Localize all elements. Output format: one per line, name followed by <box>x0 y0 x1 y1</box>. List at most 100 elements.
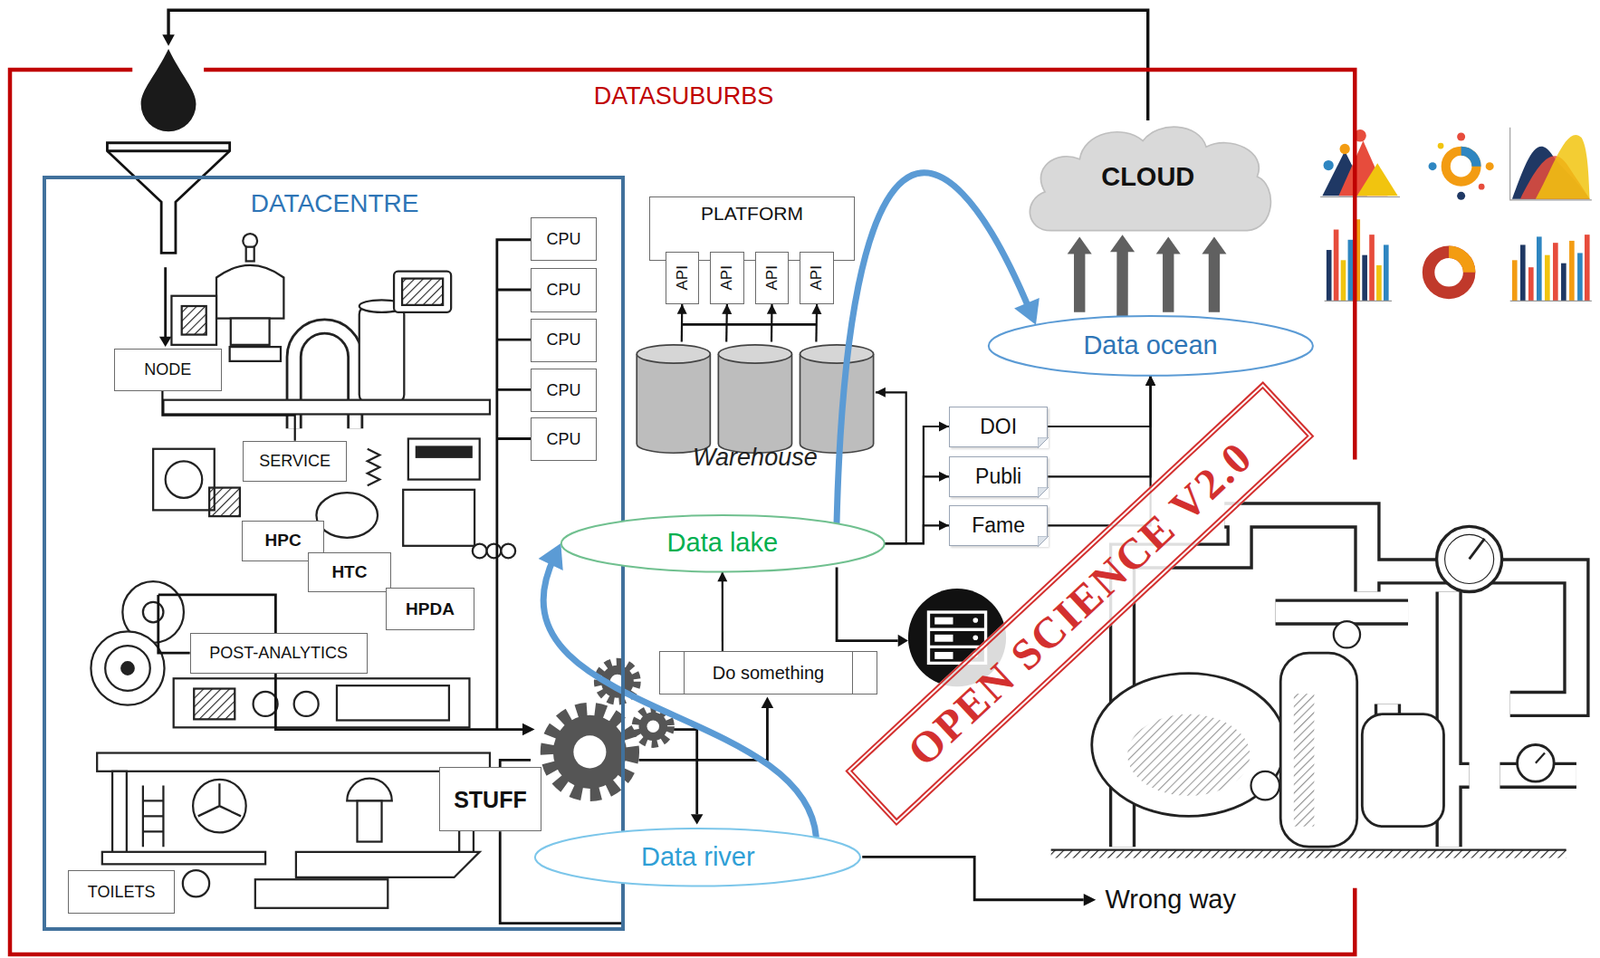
process-box: HTC <box>307 552 391 593</box>
machine-illustration <box>105 645 151 691</box>
chart-icons <box>1320 196 1400 198</box>
machine-illustration <box>173 678 470 728</box>
wires <box>497 289 531 440</box>
upload-arrows <box>1201 236 1227 312</box>
chart-icons <box>1485 162 1495 171</box>
pipe-machine <box>1092 673 1286 817</box>
node-label: STUFF <box>453 786 527 814</box>
node-label: CLOUD <box>1101 162 1195 192</box>
node-label: SERVICE <box>258 451 331 471</box>
node-label: DOI <box>979 414 1017 439</box>
machine-illustration <box>96 753 490 772</box>
connector-arrow <box>677 304 688 343</box>
chart-icons <box>1552 242 1559 301</box>
wire-arrowheads <box>522 723 536 737</box>
machine-illustration <box>193 689 235 720</box>
wire-arrowheads <box>898 634 909 648</box>
node-label: Data ocean <box>1082 330 1217 361</box>
wires <box>497 239 531 730</box>
connector-arrow <box>883 421 949 545</box>
connector-arrow <box>717 571 728 652</box>
gears <box>547 709 632 794</box>
warehouse-cylinders <box>636 344 710 364</box>
region-label: DATASUBURBS <box>594 83 775 112</box>
chart-icons <box>1437 143 1445 150</box>
process-box: SERVICE <box>242 440 347 482</box>
node-label: HPC <box>265 530 302 551</box>
folded-corner <box>1037 487 1049 499</box>
chart-icons <box>1324 300 1392 302</box>
process-box: POST-ANALYTICS <box>190 632 368 674</box>
data-ellipse: Data ocean <box>986 314 1315 378</box>
chart-icons <box>1569 240 1575 301</box>
machine-illustration <box>171 296 217 345</box>
upload-arrows <box>1067 236 1093 312</box>
connector-line <box>883 476 949 544</box>
funnel <box>106 143 230 254</box>
node-label: CPU <box>546 381 582 401</box>
connector-arrow <box>721 304 732 343</box>
machine-illustration <box>216 265 284 319</box>
machine-illustration <box>356 800 382 842</box>
connector-line <box>883 426 949 544</box>
connector-arrow <box>1047 375 1156 478</box>
node-label: TOILETS <box>87 882 156 902</box>
api-box: API <box>755 251 789 304</box>
folded-corner <box>1037 437 1049 449</box>
wires <box>673 729 698 815</box>
chart-icons <box>1535 134 1591 200</box>
chart-icons <box>1478 183 1486 191</box>
pipe-machine <box>1517 745 1555 783</box>
region-label: DATACENTRE <box>250 189 420 219</box>
node-label: API <box>718 265 737 290</box>
pipe-machine <box>1469 538 1486 560</box>
pipe-machine <box>1051 848 1567 851</box>
region-outline <box>9 69 1355 955</box>
machine-illustration <box>121 661 135 675</box>
process-box: NODE <box>114 348 221 391</box>
machine-illustration <box>162 400 490 415</box>
wires <box>836 566 899 641</box>
node-label: Warehouse <box>692 443 818 472</box>
machine-illustration <box>242 233 258 249</box>
data-ellipse: Data river <box>533 826 863 889</box>
machine-illustration <box>359 306 405 403</box>
arrowhead <box>677 304 688 315</box>
node-label: API <box>763 265 782 290</box>
block-arrow-shape <box>1110 234 1135 317</box>
machine-illustration <box>230 318 270 345</box>
warehouse-cylinders <box>800 354 874 453</box>
pipe-machine <box>1437 526 1503 592</box>
machine-illustration <box>487 544 502 559</box>
warehouse-group: Warehouse <box>634 342 876 472</box>
machine-illustration <box>296 852 480 878</box>
chart-icons <box>1320 127 1592 302</box>
node-label: CPU <box>546 229 582 250</box>
ellipse-outline <box>535 828 861 887</box>
connector-line <box>1047 375 1150 478</box>
machine-illustration <box>255 879 388 909</box>
chart-icons <box>1348 239 1354 302</box>
pipe-machine <box>1361 714 1444 827</box>
machine-illustration <box>209 488 240 518</box>
arrowhead <box>1145 375 1156 386</box>
wire-arrowheads <box>690 814 704 824</box>
node-label: HPDA <box>405 599 455 620</box>
wire-arrowheads <box>761 697 775 709</box>
node-label: CPU <box>546 330 582 350</box>
cpu-box: CPU <box>530 268 597 312</box>
node-label: Data river <box>641 842 756 872</box>
cloud-shape: CLOUD <box>1020 120 1276 235</box>
arrowhead <box>875 387 886 398</box>
connector-arrow <box>162 391 295 441</box>
chart-icons <box>1456 191 1466 201</box>
chart-icons <box>1376 265 1382 301</box>
ellipse-outline <box>560 515 884 572</box>
machine-illustration <box>165 460 203 499</box>
gears <box>553 715 627 789</box>
note-label: Wrong way <box>1104 884 1236 915</box>
node-label: Publi <box>975 464 1022 489</box>
node-label: API <box>673 265 692 290</box>
